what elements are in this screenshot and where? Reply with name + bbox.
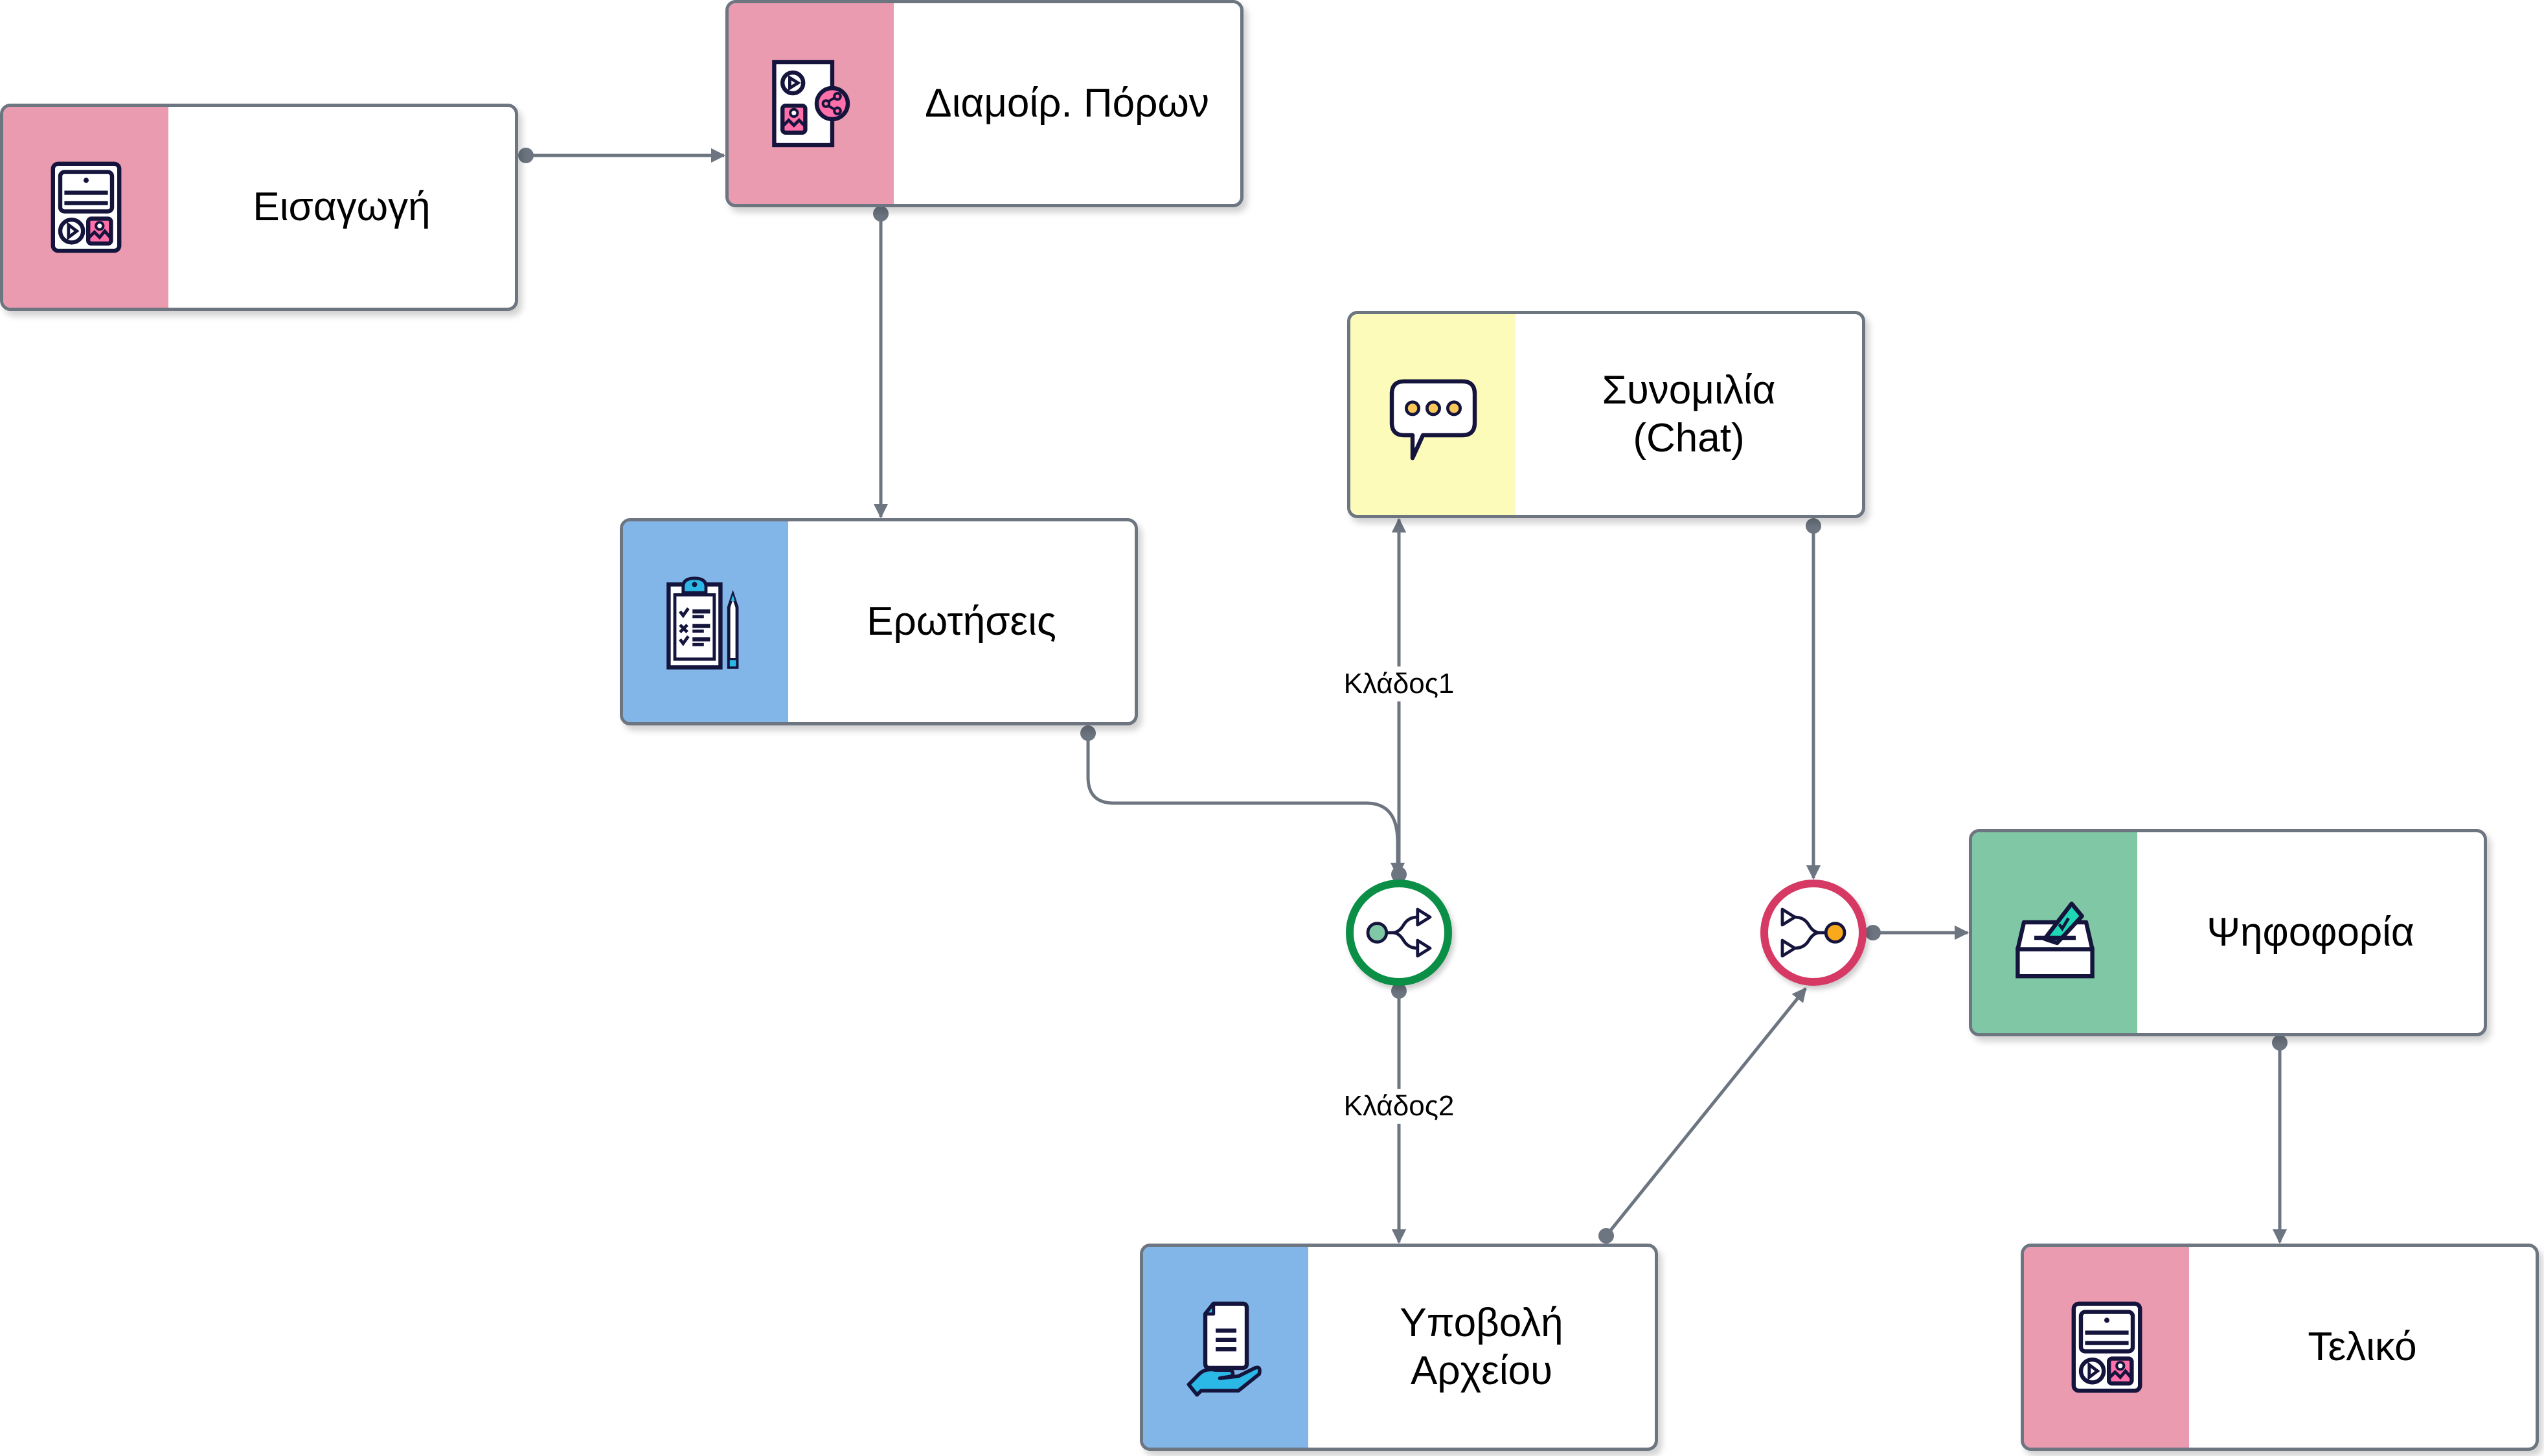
node-label: Εισαγωγή — [253, 184, 431, 229]
branch-split-gate[interactable] — [1346, 880, 1452, 986]
activity-node-final[interactable]: Τελικό — [2021, 1244, 2539, 1451]
file-hand-icon — [1187, 1301, 1262, 1397]
node-icon-strip — [1972, 832, 2137, 1033]
activity-node-questions[interactable]: Ερωτήσεις — [620, 518, 1138, 725]
port-dot[interactable] — [2272, 1035, 2288, 1051]
port-dot[interactable] — [1806, 518, 1821, 534]
node-label: Τελικό — [2308, 1324, 2417, 1369]
edge-label-branch2: Κλάδος2 — [1341, 1089, 1457, 1124]
port-dot[interactable] — [518, 148, 534, 163]
activity-node-intro[interactable]: Εισαγωγή — [0, 104, 518, 311]
ballot-box-icon — [2015, 902, 2095, 979]
activity-node-vote[interactable]: Ψηφοφορία — [1969, 829, 2487, 1036]
node-icon-strip — [729, 3, 894, 204]
activity-node-submit-file[interactable]: Υποβολή Αρχείου — [1140, 1244, 1658, 1451]
node-icon-strip — [1143, 1247, 1308, 1448]
node-label: Συνομιλία (Chat) — [1602, 367, 1776, 461]
port-dot[interactable] — [1080, 725, 1096, 741]
node-icon-strip — [623, 521, 788, 722]
port-dot[interactable] — [1598, 1228, 1614, 1244]
clipboard-checklist-icon — [666, 576, 738, 670]
node-label: Διαμοίρ. Πόρων — [925, 80, 1209, 126]
content-page-icon — [2071, 1301, 2142, 1393]
port-dot[interactable] — [1391, 983, 1407, 999]
content-page-icon — [51, 161, 121, 253]
node-label: Υποβολή Αρχείου — [1400, 1300, 1563, 1393]
edge-submit-to-join[interactable] — [1605, 987, 1807, 1237]
edge-label-branch1: Κλάδος1 — [1341, 666, 1457, 701]
node-label: Ψηφοφορία — [2207, 909, 2414, 955]
activity-node-share-resources[interactable]: Διαμοίρ. Πόρων — [725, 0, 1244, 207]
node-icon-strip — [2024, 1247, 2189, 1448]
branch-join-gate[interactable] — [1760, 880, 1867, 986]
node-label: Ερωτήσεις — [867, 598, 1056, 644]
port-dot[interactable] — [1391, 867, 1407, 882]
share-resources-icon — [771, 60, 850, 148]
activity-node-chat[interactable]: Συνομιλία (Chat) — [1347, 311, 1865, 518]
branch-join-icon — [1780, 907, 1846, 958]
chat-bubble-icon — [1389, 379, 1477, 461]
port-dot[interactable] — [873, 206, 889, 222]
branch-split-icon — [1366, 907, 1432, 958]
port-dot[interactable] — [1865, 925, 1881, 940]
node-icon-strip — [3, 107, 168, 308]
edge-questions-to-split[interactable] — [1086, 733, 1405, 878]
node-icon-strip — [1350, 314, 1516, 515]
